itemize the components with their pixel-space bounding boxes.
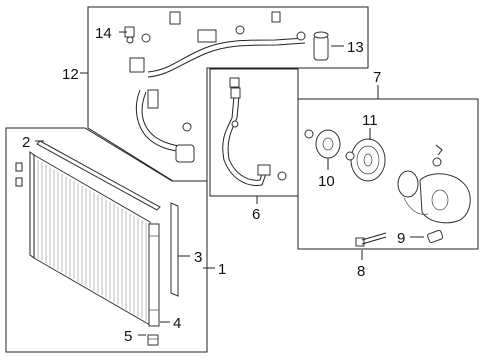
callout-12: 12 bbox=[62, 66, 79, 83]
compressor-body bbox=[397, 144, 471, 224]
callout-3: 3 bbox=[194, 249, 202, 266]
discharge-hose bbox=[129, 11, 306, 163]
condenser-fins bbox=[37, 160, 147, 321]
callout-13: 13 bbox=[347, 39, 364, 56]
callout-6: 6 bbox=[252, 206, 260, 223]
receiver-drier bbox=[148, 223, 160, 327]
callout-2: 2 bbox=[22, 134, 30, 151]
service-valve bbox=[296, 31, 329, 61]
condenser bbox=[15, 151, 151, 326]
callout-9: 9 bbox=[397, 230, 405, 247]
callout-5: 5 bbox=[124, 328, 132, 345]
callout-11: 11 bbox=[362, 112, 378, 129]
hose-fitting bbox=[124, 26, 135, 44]
condenser-seal-strip bbox=[36, 140, 161, 211]
compressor-group-frame bbox=[297, 98, 479, 250]
pulley bbox=[345, 138, 386, 182]
condenser-group-frame bbox=[5, 127, 208, 353]
callout-8: 8 bbox=[357, 263, 365, 280]
callout-14: 14 bbox=[95, 25, 112, 42]
clutch-hub bbox=[304, 129, 341, 159]
leader-lines bbox=[35, 31, 424, 336]
callout-7: 7 bbox=[373, 69, 381, 86]
suction-pipe bbox=[222, 77, 287, 186]
callout-1: 1 bbox=[218, 261, 226, 278]
drier-plug bbox=[147, 334, 159, 346]
callout-4: 4 bbox=[173, 315, 181, 332]
callout-10: 10 bbox=[318, 173, 335, 190]
compressor-bolt bbox=[355, 232, 387, 247]
pressure-switch bbox=[427, 229, 444, 244]
condenser-side-seal bbox=[170, 202, 179, 297]
hose-group-frame bbox=[87, 6, 369, 182]
